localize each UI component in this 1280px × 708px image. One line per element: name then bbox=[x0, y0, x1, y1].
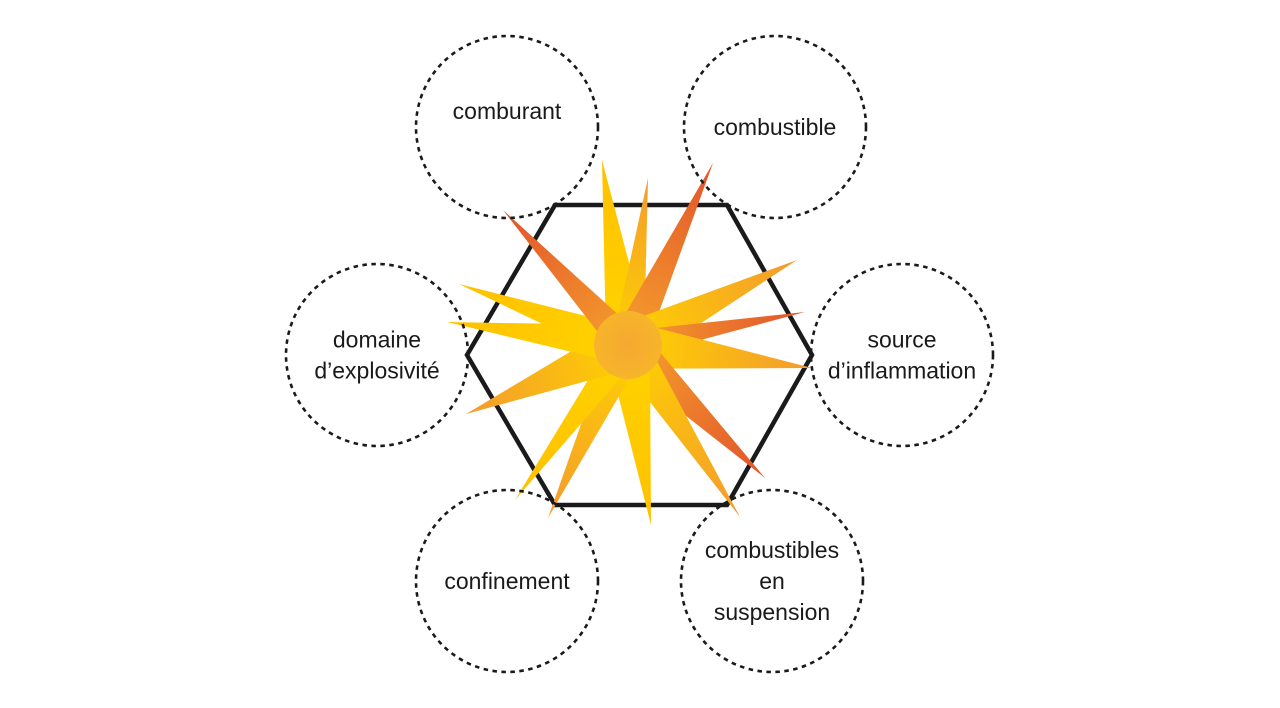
node-label: source bbox=[867, 327, 936, 353]
burst-spike bbox=[503, 210, 640, 356]
node-label: combustible bbox=[714, 114, 837, 140]
node-combustible: combustible bbox=[682, 34, 868, 220]
node-circle bbox=[414, 488, 600, 674]
node-circle bbox=[284, 262, 470, 448]
node-label: combustibles bbox=[705, 537, 839, 563]
node-label: d’explosivité bbox=[314, 358, 439, 384]
burst-spike bbox=[459, 284, 635, 362]
node-source-inflammation: source d’inflammation bbox=[809, 262, 995, 448]
node-label: suspension bbox=[714, 599, 830, 625]
burst-spike bbox=[515, 335, 641, 500]
node-label: domaine bbox=[333, 327, 421, 353]
node-label: comburant bbox=[453, 98, 562, 124]
node-combustibles-suspension: combustibles en suspension bbox=[679, 488, 865, 674]
node-circle bbox=[809, 262, 995, 448]
node-circle bbox=[682, 34, 868, 220]
burst-spike bbox=[611, 163, 713, 353]
node-comburant: comburant bbox=[414, 34, 600, 220]
node-circle bbox=[414, 34, 600, 220]
explosion-burst-icon bbox=[447, 160, 812, 525]
burst-spike bbox=[548, 337, 645, 518]
node-confinement: confinement bbox=[414, 488, 600, 674]
node-circle bbox=[679, 488, 865, 674]
burst-core bbox=[594, 311, 662, 379]
burst-spike bbox=[625, 321, 812, 369]
node-label: en bbox=[759, 568, 785, 594]
node-label: d’inflammation bbox=[828, 358, 976, 384]
node-domaine-explosivite: domaine d’explosivité bbox=[284, 262, 470, 448]
node-label: confinement bbox=[444, 568, 570, 594]
